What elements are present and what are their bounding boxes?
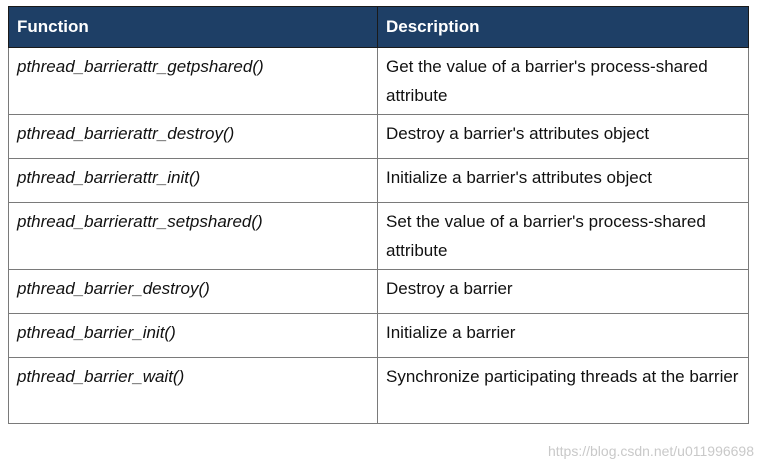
table-row: pthread_barrierattr_setpshared() Set the… xyxy=(8,202,749,270)
description-cell: Initialize a barrier's attributes object xyxy=(377,158,749,203)
table-row: pthread_barrierattr_destroy() Destroy a … xyxy=(8,114,749,159)
function-cell: pthread_barrierattr_destroy() xyxy=(8,114,378,159)
header-description: Description xyxy=(377,6,749,48)
table-header-row: Function Description xyxy=(8,6,749,48)
table-row: pthread_barrierattr_getpshared() Get the… xyxy=(8,47,749,115)
table-row: pthread_barrier_destroy() Destroy a barr… xyxy=(8,269,749,314)
function-cell: pthread_barrier_destroy() xyxy=(8,269,378,314)
function-cell: pthread_barrierattr_setpshared() xyxy=(8,202,378,270)
table-row: pthread_barrier_init() Initialize a barr… xyxy=(8,313,749,358)
function-cell: pthread_barrierattr_getpshared() xyxy=(8,47,378,115)
header-function: Function xyxy=(8,6,378,48)
function-table-container: Function Description pthread_barrierattr… xyxy=(8,6,749,424)
watermark-url: https://blog.csdn.net/u011996698 xyxy=(547,443,754,459)
description-cell: Initialize a barrier xyxy=(377,313,749,358)
table-row: pthread_barrier_wait() Synchronize parti… xyxy=(8,357,749,424)
description-cell: Set the value of a barrier's process-sha… xyxy=(377,202,749,270)
function-cell: pthread_barrier_init() xyxy=(8,313,378,358)
function-cell: pthread_barrierattr_init() xyxy=(8,158,378,203)
table-row: pthread_barrierattr_init() Initialize a … xyxy=(8,158,749,203)
description-cell: Destroy a barrier's attributes object xyxy=(377,114,749,159)
function-cell: pthread_barrier_wait() xyxy=(8,357,378,424)
description-cell: Destroy a barrier xyxy=(377,269,749,314)
description-cell: Get the value of a barrier's process-sha… xyxy=(377,47,749,115)
function-table: Function Description pthread_barrierattr… xyxy=(8,6,749,424)
description-cell: Synchronize participating threads at the… xyxy=(377,357,749,424)
